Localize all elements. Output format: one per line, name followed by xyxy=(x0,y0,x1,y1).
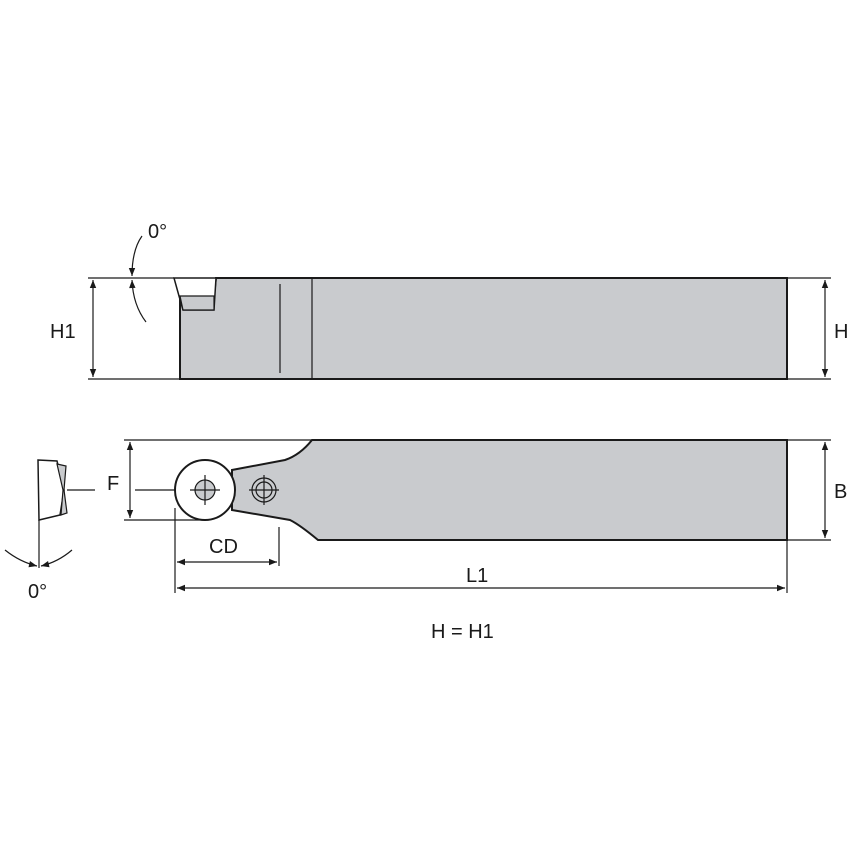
equation-label: H = H1 xyxy=(431,621,494,643)
angle-bottom-label: 0° xyxy=(28,581,47,603)
clamp-screw-icon xyxy=(249,475,279,505)
cd-label: CD xyxy=(209,536,238,558)
top-view: F CD L1 B xyxy=(107,439,847,593)
f-label: F xyxy=(107,473,119,495)
side-view: H1 0° H xyxy=(50,221,848,380)
holder-body-top xyxy=(231,439,788,541)
angle-top-label: 0° xyxy=(148,221,167,243)
insert-end-view: 0° xyxy=(4,459,95,603)
h1-label: H1 xyxy=(50,321,76,343)
holder-body-side xyxy=(179,277,788,380)
b-label: B xyxy=(834,481,847,503)
h-label: H xyxy=(834,321,848,343)
l1-label: L1 xyxy=(466,565,488,587)
